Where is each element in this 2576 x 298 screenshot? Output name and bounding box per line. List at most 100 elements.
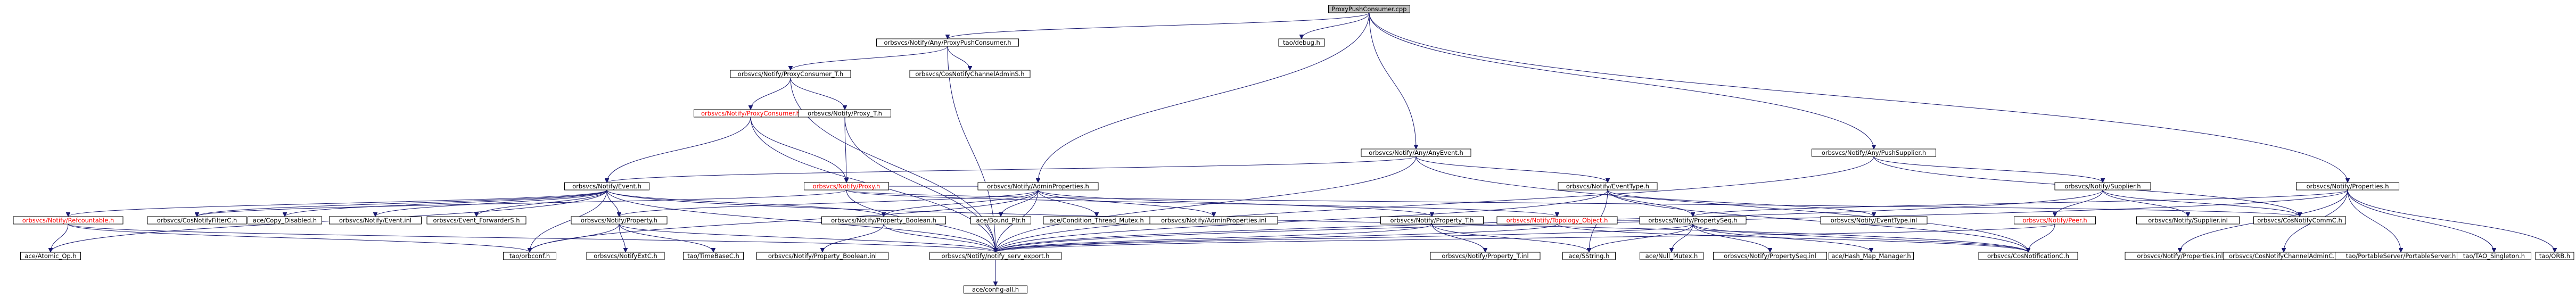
node-anyps[interactable]: orbsvcs/Notify/Any/PushSupplier.h (1812, 148, 1936, 157)
edge-anyppc-to-servexport (947, 46, 995, 252)
node-box (248, 216, 322, 225)
node-admprops[interactable]: orbsvcs/Notify/AdminProperties.h (977, 182, 1099, 191)
node-label: orbsvcs/Notify/Properties.h (2307, 183, 2389, 190)
node-label: tao/PortableServer/PortableServer.h (2346, 252, 2456, 260)
edge-topoobj-to-cosnotifc (1557, 224, 2028, 253)
node-label: orbsvcs/Notify/ProxyConsumer.h (701, 110, 800, 117)
node-label: orbsvcs/Notify/Peer.h (2022, 217, 2087, 224)
node-notifyext: orbsvcs/NotifyExtC.h (586, 252, 665, 260)
edge-event-to-refcount (68, 189, 607, 217)
node-propseqinl[interactable]: orbsvcs/Notify/PropertySeq.inl (1713, 252, 1827, 260)
node-timebase: tao/TimeBaseC.h (683, 252, 744, 260)
node-box (821, 216, 946, 225)
node-orbconf: tao/orbconf.h (503, 252, 556, 260)
node-box (586, 252, 665, 260)
edge-eventtype-to-servexport (995, 189, 1608, 252)
node-peer[interactable]: orbsvcs/Notify/Peer.h (2014, 216, 2096, 225)
node-label: ace/config-all.h (972, 286, 1019, 293)
node-property[interactable]: orbsvcs/Notify/Property.h (571, 216, 668, 225)
node-boundptr: ace/Bound_Ptr.h (970, 216, 1031, 225)
edge-admprops-to-propT (1038, 189, 1432, 217)
node-propT[interactable]: orbsvcs/Notify/Property_T.h (1380, 216, 1484, 225)
node-label: orbsvcs/Notify/Event.h (572, 183, 641, 190)
edge-anyevent-to-eventtype (1415, 156, 1608, 183)
node-supplierinl: orbsvcs/Notify/Supplier.inl (2136, 216, 2240, 225)
edge-anyevent-to-event (607, 156, 1417, 183)
node-anyevent[interactable]: orbsvcs/Notify/Any/AnyEvent.h (1361, 148, 1471, 157)
node-box (2253, 216, 2346, 225)
node-topoobj[interactable]: orbsvcs/Notify/Topology_Object.h (1496, 216, 1618, 225)
edge-property-to-orbconf (530, 224, 620, 253)
node-servexport[interactable]: orbsvcs/Notify/notify_serv_export.h (929, 252, 1061, 260)
node-label: ace/SString.h (1569, 252, 1610, 260)
node-propTinl[interactable]: orbsvcs/Notify/Property_T.inl (1430, 252, 1541, 260)
node-label: orbsvcs/Notify/Proxy_T.h (808, 110, 882, 117)
node-label: orbsvcs/CosNotifyChannelAdminS.h (915, 70, 1024, 78)
edge-propseq-to-hashmap (1692, 224, 1871, 253)
edge-propbool-to-servexport (883, 224, 995, 253)
node-nullmutex: ace/Null_Mutex.h (1640, 252, 1703, 260)
node-box (2054, 182, 2151, 191)
node-proxyT[interactable]: orbsvcs/Notify/Proxy_T.h (799, 109, 891, 118)
node-admpropsinl[interactable]: orbsvcs/Notify/AdminProperties.inl (1149, 216, 1278, 225)
node-label: orbsvcs/Notify/Any/ProxyPushConsumer.h (884, 39, 1011, 46)
edge-propseq-to-nullmutex (1672, 224, 1693, 252)
node-propboolinl[interactable]: orbsvcs/Notify/Property_Boolean.inl (756, 252, 888, 260)
node-ppcT[interactable]: orbsvcs/Notify/ProxyConsumer_T.h (730, 70, 851, 78)
node-label: tao/TimeBaseC.h (687, 252, 739, 260)
node-box (1640, 252, 1703, 260)
edge-property-to-notifyext (619, 224, 626, 252)
edge-refcount-to-atomic (51, 224, 69, 252)
edge-proxyT-to-proxy (845, 117, 846, 183)
node-propsinl[interactable]: orbsvcs/Notify/Properties.inl (2125, 252, 2235, 260)
node-evfwd: orbsvcs/Event_ForwarderS.h (426, 216, 526, 225)
node-box (2457, 252, 2531, 260)
edge-admprops-to-boundptr (1001, 189, 1039, 217)
node-box (1558, 182, 1658, 191)
node-label: orbsvcs/Notify/Properties.inl (2137, 252, 2223, 260)
edge-event-to-evfwd (476, 189, 607, 217)
edge-pc-to-proxy (750, 117, 846, 183)
node-refcount[interactable]: orbsvcs/Notify/Refcountable.h (13, 216, 124, 225)
node-event[interactable]: orbsvcs/Notify/Event.h (564, 182, 649, 191)
node-label: orbsvcs/Event_ForwarderS.h (433, 217, 520, 224)
edge-proxy-to-filterc (197, 189, 847, 217)
node-label: orbsvcs/Notify/ProxyConsumer_T.h (738, 70, 843, 78)
node-anyppc[interactable]: orbsvcs/Notify/Any/ProxyPushConsumer.h (876, 38, 1019, 47)
node-label: orbsvcs/Notify/Property_Boolean.inl (768, 252, 877, 260)
edge-eventtype-to-propseq (1607, 189, 1693, 217)
node-label: ace/Condition_Thread_Mutex.h (1049, 217, 1143, 224)
edge-ppcT-to-pc (751, 77, 791, 110)
edge-ppcT-to-servexport (790, 77, 995, 252)
graph-nodes: ProxyPushConsumer.cpp orbsvcs/Notify/Any/… (13, 5, 2574, 294)
node-config: ace/config-all.h (964, 285, 1027, 294)
edge-supplier-to-supplierinl (2102, 189, 2188, 217)
edge-properties-to-propseq (1693, 189, 2348, 217)
node-box (1820, 216, 1928, 225)
edge-event-to-eventinl (375, 189, 607, 217)
node-propseq[interactable]: orbsvcs/Notify/PropertySeq.h (1639, 216, 1747, 225)
graph-edges (51, 12, 2555, 286)
edge-pc-to-event (607, 117, 751, 183)
node-root[interactable]: ProxyPushConsumer.cpp (1328, 5, 1410, 13)
edge-refcount-to-orbconf (68, 224, 530, 253)
node-properties[interactable]: orbsvcs/Notify/Properties.h (2296, 182, 2399, 191)
node-box (564, 182, 649, 191)
node-box (1361, 148, 1471, 157)
node-box (571, 216, 668, 225)
node-eventtype[interactable]: orbsvcs/Notify/EventType.h (1558, 182, 1658, 191)
edge-eventtype-to-eventtypeinl (1607, 189, 1874, 217)
node-supplier[interactable]: orbsvcs/Notify/Supplier.h (2054, 182, 2151, 191)
edge-anyppc-to-chadmin (947, 46, 970, 71)
node-box (876, 38, 1019, 47)
node-pc[interactable]: orbsvcs/Notify/ProxyConsumer.h (694, 109, 808, 118)
node-label: orbsvcs/CosNotifyChannelAdminC.h (2229, 252, 2339, 260)
edge-root-to-anyevent (1369, 12, 1416, 149)
node-box (909, 70, 1031, 78)
node-propbool[interactable]: orbsvcs/Notify/Property_Boolean.h (821, 216, 946, 225)
node-label: ProxyPushConsumer.cpp (1332, 5, 1407, 13)
node-box (804, 182, 889, 191)
node-proxy[interactable]: orbsvcs/Notify/Proxy.h (804, 182, 889, 191)
node-label: orbsvcs/NotifyExtC.h (594, 252, 657, 260)
